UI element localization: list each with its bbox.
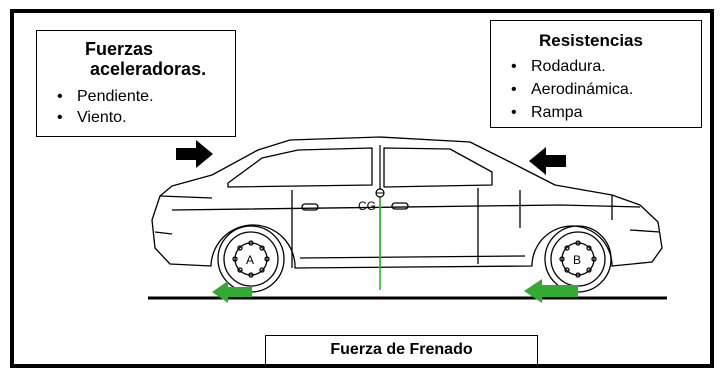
braking-force-label: Fuerza de Frenado	[330, 341, 473, 358]
rear-braking-arrow-icon	[212, 281, 252, 303]
wheel-label-a: A	[246, 253, 254, 267]
resistances-list: Rodadura. Aerodinámica. Rampa	[511, 55, 633, 124]
resistances-box: Resistencias Rodadura. Aerodinámica. Ram…	[490, 20, 702, 128]
list-item: Rodadura.	[511, 55, 633, 78]
cg-label: CG	[358, 199, 376, 213]
resistance-arrow-icon	[529, 147, 566, 175]
accelerating-force-arrow-icon	[176, 140, 213, 168]
car-body	[151, 136, 663, 269]
rear-wheel	[217, 225, 285, 293]
list-item: Aerodinámica.	[511, 78, 633, 101]
list-item: Viento.	[57, 107, 154, 128]
wheel-label-b: B	[573, 253, 581, 267]
list-item: Pendiente.	[57, 86, 154, 107]
accelerating-forces-box: Fuerzas aceleradoras. Pendiente. Viento.	[36, 30, 236, 137]
list-item: Rampa	[511, 101, 633, 124]
accelerating-forces-list: Pendiente. Viento.	[57, 86, 154, 128]
resistances-title: Resistencias	[539, 31, 643, 50]
braking-force-box: Fuerza de Frenado	[265, 335, 538, 365]
accelerating-forces-title: Fuerzas aceleradoras.	[85, 39, 207, 79]
front-braking-arrow-icon	[524, 279, 578, 303]
